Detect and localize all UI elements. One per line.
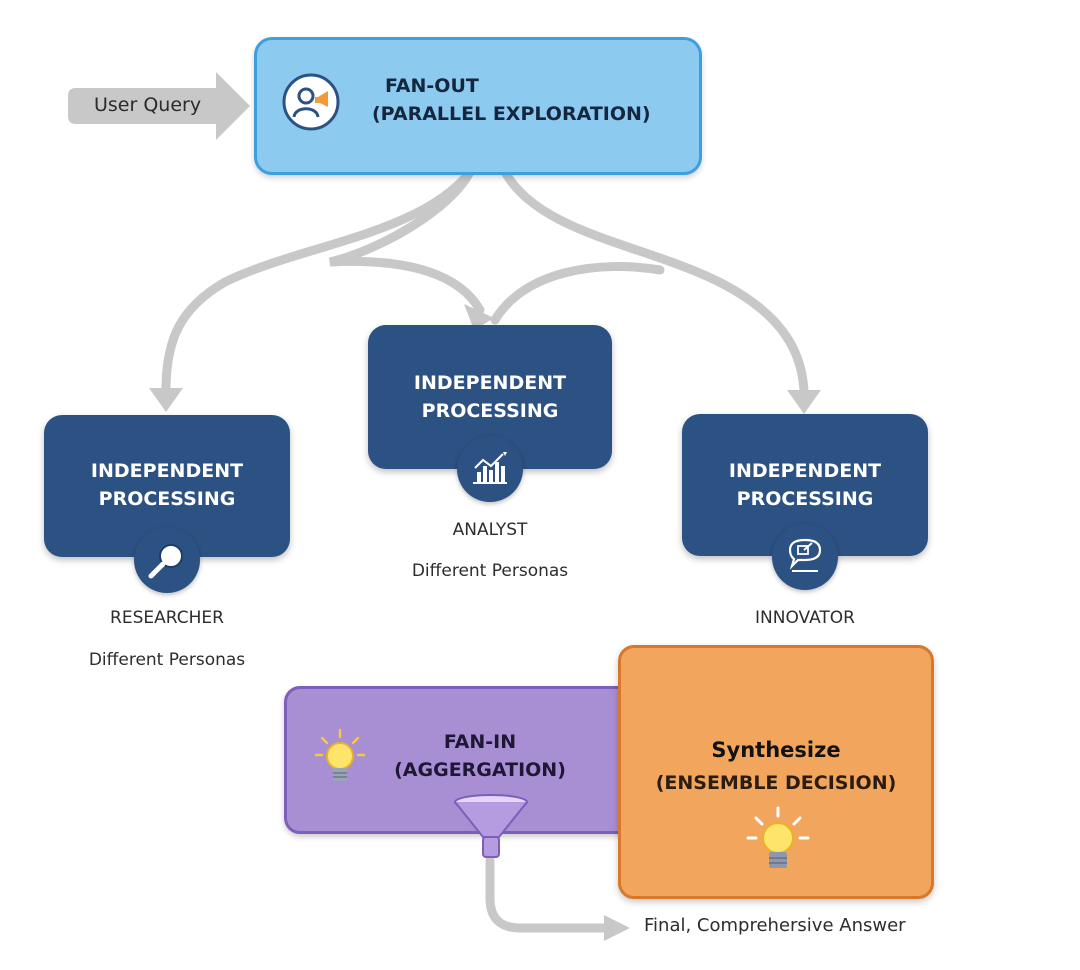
researcher-role-label: RESEARCHER — [110, 608, 224, 628]
fan-in-subheading: (AGGERGATION) — [394, 759, 566, 781]
fan-in-text: FAN-IN (AGGERGATION) — [380, 728, 580, 784]
innovator-heading-line2: PROCESSING — [736, 488, 874, 510]
synthesize-subtitle: (ENSEMBLE DECISION) — [655, 772, 897, 794]
researcher-heading-line2: PROCESSING — [98, 488, 236, 510]
analyst-processing-text: INDEPENDENT PROCESSING — [368, 369, 612, 425]
arrowhead-output — [604, 915, 630, 941]
funnel-icon — [452, 793, 530, 861]
arrowhead-analyst — [464, 304, 494, 330]
innovator-processing-text: INDEPENDENT PROCESSING — [682, 457, 928, 513]
analyst-persona-label: Different Personas — [411, 561, 569, 581]
arrowhead-researcher — [149, 388, 183, 412]
lightbulb-icon — [744, 806, 812, 876]
fan-in-heading: FAN-IN — [443, 731, 517, 753]
fan-out-subheading: (PARALLEL EXPLORATION) — [372, 103, 651, 125]
lightbulb-icon — [312, 728, 368, 790]
connector-analyst-to-innovator — [490, 262, 665, 325]
analyst-role-label: ANALYST — [452, 520, 528, 540]
arrowhead-innovator — [787, 390, 821, 414]
researcher-persona-label: Different Personas — [88, 650, 246, 670]
user-query-label: User Query — [94, 94, 202, 116]
innovator-heading-line1: INDEPENDENT — [728, 460, 882, 482]
synthesize-title: Synthesize — [711, 738, 841, 762]
user-query-arrow — [68, 72, 250, 140]
magnifier-icon — [134, 527, 200, 593]
bar-chart-icon — [457, 436, 523, 502]
connector-funnel-to-output — [485, 855, 611, 933]
innovator-role-label: INNOVATOR — [755, 608, 855, 628]
connector-fanout-to-researcher — [161, 167, 475, 395]
final-answer-label: Final, Comprehersive Answer — [644, 915, 906, 936]
analyst-heading-line2: PROCESSING — [421, 400, 559, 422]
researcher-processing-text: INDEPENDENT PROCESSING — [44, 457, 290, 513]
idea-bubble-icon — [772, 524, 838, 590]
analyst-heading-line1: INDEPENDENT — [413, 372, 567, 394]
fan-out-title: FAN-OUT (PARALLEL EXPLORATION) — [372, 72, 672, 128]
connector-fanout-to-innovator — [500, 167, 809, 397]
researcher-heading-line1: INDEPENDENT — [90, 460, 244, 482]
fan-out-heading: FAN-OUT — [385, 75, 479, 97]
user-megaphone-icon — [282, 73, 340, 131]
connector-fanout-to-analyst — [328, 167, 485, 315]
